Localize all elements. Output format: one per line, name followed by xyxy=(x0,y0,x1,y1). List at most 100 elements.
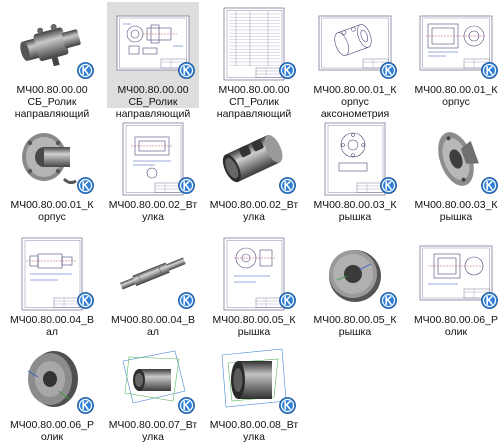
file-thumbnail xyxy=(317,121,393,197)
file-name-line: МЧ00.80.00.03_К xyxy=(414,199,498,211)
file-name-line: СБ_Ролик xyxy=(128,96,178,108)
file-name-line: аксонометрия xyxy=(320,108,390,120)
file-name-line: орпус xyxy=(38,211,66,223)
kompas-badge-icon xyxy=(380,292,397,309)
file-thumbnail xyxy=(418,6,494,82)
file-name-line: улка xyxy=(243,431,265,443)
kompas-badge-icon xyxy=(178,397,195,414)
file-name-line: СБ_Ролик xyxy=(27,96,77,108)
kompas-badge-icon xyxy=(77,62,94,79)
file-name-line: рышка xyxy=(439,211,473,223)
file-name-line: МЧ00.80.00.01_К xyxy=(414,84,498,96)
file-name-line: МЧ00.80.00.00 xyxy=(218,84,290,96)
kompas-badge-icon xyxy=(178,62,195,79)
file-thumbnail xyxy=(115,6,191,82)
kompas-badge-icon xyxy=(481,177,498,194)
file-thumbnail xyxy=(14,236,90,312)
file-name-line: направляющий xyxy=(115,108,191,120)
file-thumbnail xyxy=(216,236,292,312)
file-name-line: МЧ00.80.00.06_Р xyxy=(10,419,94,431)
file-name-line: МЧ00.80.00.08_Вт xyxy=(209,419,299,431)
file-thumbnail xyxy=(115,236,191,312)
file-name-line: МЧ00.80.00.02_Вт xyxy=(108,199,198,211)
file-thumbnail xyxy=(14,6,90,82)
file-name-line: рышка xyxy=(338,326,372,338)
file-thumbnail xyxy=(115,341,191,417)
file-thumbnail xyxy=(216,341,292,417)
file-thumbnail xyxy=(418,121,494,197)
kompas-badge-icon xyxy=(279,62,296,79)
kompas-badge-icon xyxy=(279,177,296,194)
kompas-badge-icon xyxy=(380,62,397,79)
file-name-line: СП_Ролик xyxy=(229,96,279,108)
kompas-badge-icon xyxy=(178,292,195,309)
file-name-line: МЧ00.80.00.05_К xyxy=(313,314,397,326)
file-name-line: МЧ00.80.00.03_К xyxy=(313,199,397,211)
file-name-line: направляющий xyxy=(216,108,292,120)
kompas-badge-icon xyxy=(380,177,397,194)
file-name-line: МЧ00.80.00.06_Р xyxy=(414,314,498,326)
file-name-line: МЧ00.80.00.04_В xyxy=(10,314,94,326)
file-name-line: МЧ00.80.00.04_В xyxy=(111,314,195,326)
file-name-line: МЧ00.80.00.05_К xyxy=(212,314,296,326)
kompas-badge-icon xyxy=(279,397,296,414)
file-name-line: орпус xyxy=(442,96,470,108)
file-thumbnail xyxy=(317,236,393,312)
file-name-line: МЧ00.80.00.01_К xyxy=(313,84,397,96)
file-thumbnail xyxy=(115,121,191,197)
kompas-badge-icon xyxy=(77,177,94,194)
kompas-badge-icon xyxy=(77,397,94,414)
file-name-line: ал xyxy=(46,326,58,338)
file-thumbnail xyxy=(14,121,90,197)
file-name-line: ал xyxy=(147,326,159,338)
file-name-line: олик xyxy=(444,326,468,338)
file-name-line: МЧ00.80.00.01_К xyxy=(10,199,94,211)
kompas-badge-icon xyxy=(481,62,498,79)
file-name-line: направляющий xyxy=(14,108,90,120)
file-thumbnail xyxy=(216,121,292,197)
kompas-badge-icon xyxy=(481,292,498,309)
file-name-line: МЧ00.80.00.07_Вт xyxy=(108,419,198,431)
file-name-line: рышка xyxy=(338,211,372,223)
file-name-line: МЧ00.80.00.02_Вт xyxy=(209,199,299,211)
kompas-badge-icon xyxy=(178,177,195,194)
file-name-line: МЧ00.80.00.00 xyxy=(117,84,189,96)
kompas-badge-icon xyxy=(279,292,296,309)
file-name-line: орпус xyxy=(341,96,369,108)
file-thumbnail xyxy=(216,6,292,82)
file-thumbnail xyxy=(418,236,494,312)
file-name-line: улка xyxy=(142,211,164,223)
